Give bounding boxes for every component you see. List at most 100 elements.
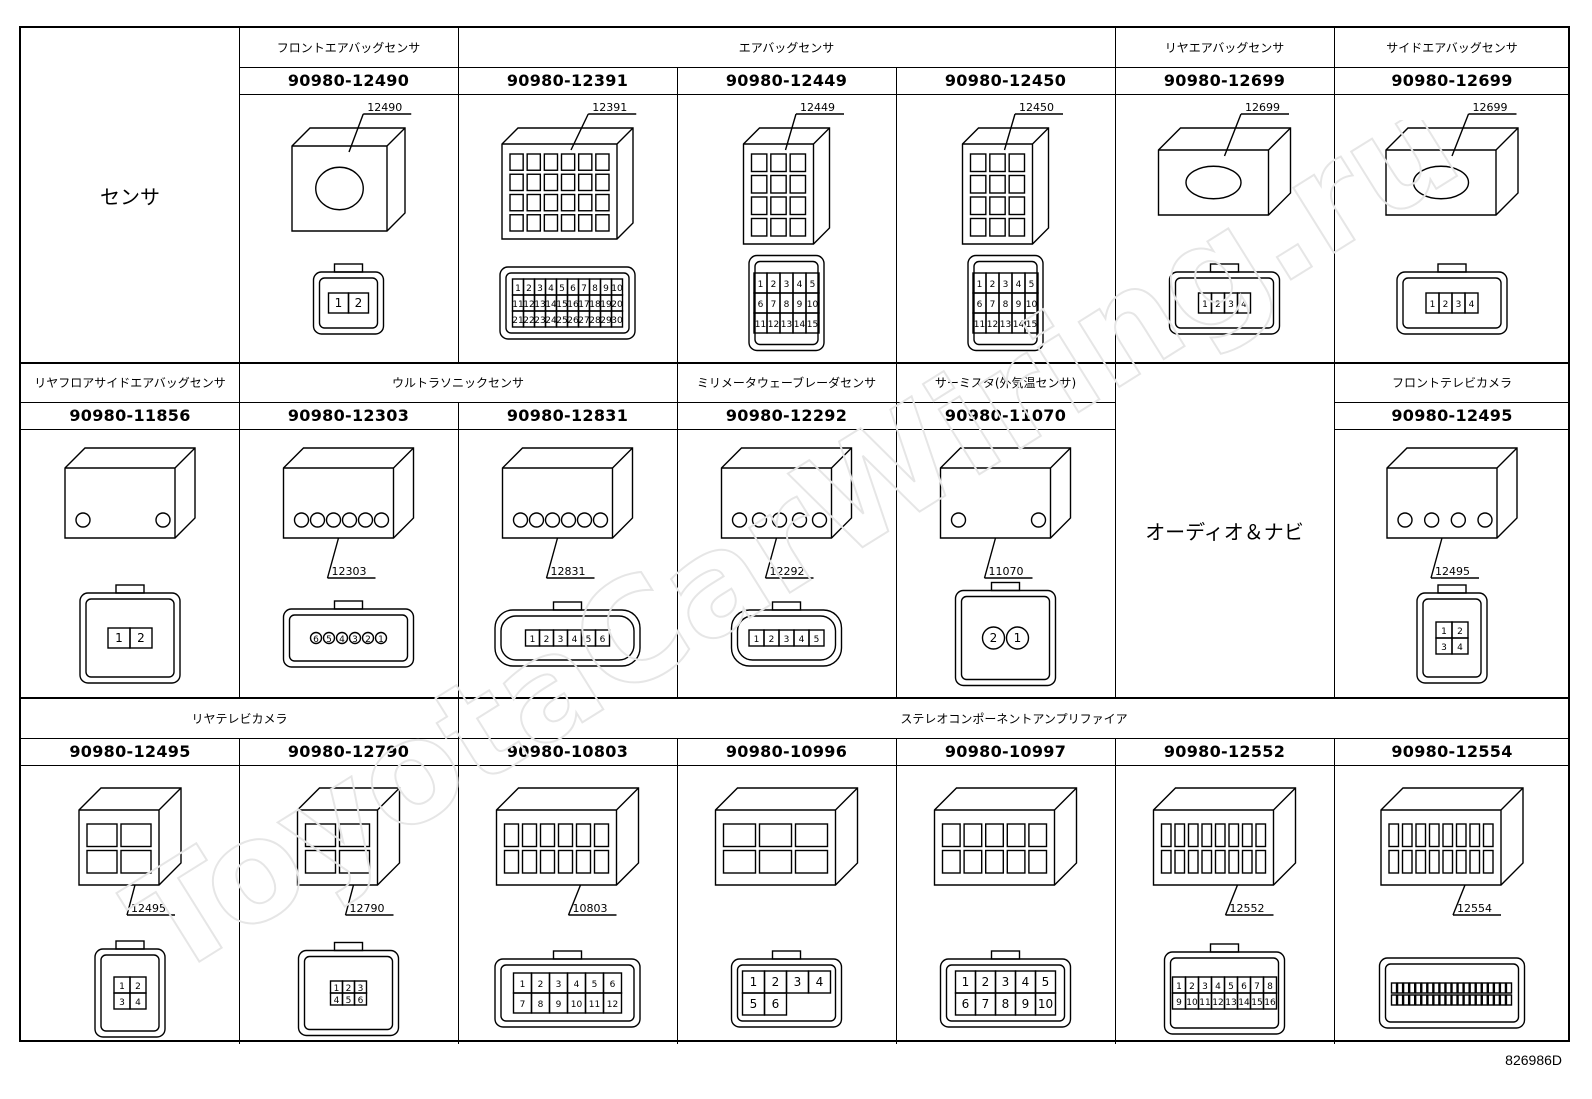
pin-number: 2: [1457, 627, 1463, 637]
pin-number: 4: [339, 635, 345, 645]
pin-number: 1: [335, 296, 343, 310]
part-number: 90980-10996: [725, 742, 848, 761]
part-number: 90980-12495: [1391, 406, 1513, 425]
pin-number: 15: [807, 320, 818, 330]
pin-number: 4: [548, 284, 554, 294]
pin-number: 5: [750, 997, 758, 1011]
pin-number: 2: [1189, 982, 1195, 992]
pin-number: 6: [610, 980, 616, 990]
pin-number: 3: [358, 984, 364, 994]
pin-number: 12: [1212, 998, 1223, 1008]
pin-number: 4: [334, 996, 340, 1006]
pin-number: 3: [1441, 643, 1447, 653]
pin-number: 2: [990, 631, 998, 645]
group-title-front-tv-camera: フロントテレビカメラ: [1391, 376, 1512, 390]
pin-number: 16: [1264, 998, 1276, 1008]
part-number: 90980-11856: [69, 406, 191, 425]
pin-number: 18: [589, 300, 601, 310]
part-number: 90980-12292: [725, 406, 848, 425]
pin-number: 12: [523, 300, 534, 310]
pin-number: 4: [1215, 982, 1221, 992]
group-title-millimeter-wave-radar: ミリメータウェーブレーダセンサ: [696, 376, 877, 390]
pin-number: 2: [772, 975, 780, 989]
group-title-airbag-sensor: エアバッグセンサ: [738, 41, 835, 55]
pin-number: 4: [574, 980, 580, 990]
pin-number: 1: [1202, 300, 1208, 310]
connector-tag: 12303: [332, 565, 367, 578]
audio-nav-label: オーディオ＆ナビ: [1145, 519, 1304, 544]
pin-number: 13: [1225, 998, 1236, 1008]
pin-number: 2: [365, 635, 371, 645]
pin-number: 1: [115, 631, 123, 645]
pin-number: 3: [794, 975, 802, 989]
pin-number: 1: [1441, 627, 1447, 637]
pin-number: 3: [1228, 300, 1234, 310]
pin-number: 3: [784, 635, 790, 645]
pin-number: 13: [1000, 320, 1011, 330]
pin-number: 1: [758, 280, 764, 290]
pin-number: 2: [526, 284, 532, 294]
pin-number: 7: [520, 1000, 526, 1010]
pin-number: 2: [544, 635, 550, 645]
part-number: 90980-12790: [287, 742, 410, 761]
pin-number: 4: [1022, 975, 1030, 989]
pin-number: 13: [534, 300, 545, 310]
pin-number: 9: [1016, 300, 1022, 310]
pin-number: 14: [794, 320, 806, 330]
pin-number: 23: [534, 316, 545, 326]
pin-number: 21: [512, 316, 523, 326]
pin-number: 3: [119, 998, 125, 1008]
pin-number: 22: [523, 316, 534, 326]
part-number: 90980-12449: [725, 71, 848, 90]
connector-tag: 12490: [367, 101, 402, 114]
sensor-label: センサ: [100, 184, 160, 209]
pin-number: 2: [137, 631, 145, 645]
pin-number: 17: [578, 300, 589, 310]
pin-number: 9: [556, 1000, 562, 1010]
pin-number: 3: [556, 980, 562, 990]
connector-tag: 12790: [350, 902, 385, 915]
pin-number: 2: [1215, 300, 1221, 310]
pin-number: 4: [1469, 300, 1475, 310]
part-number: 90980-11070: [944, 406, 1067, 425]
pin-number: 29: [600, 316, 612, 326]
pin-number: 4: [799, 635, 805, 645]
pin-number: 12: [607, 1000, 618, 1010]
pin-number: 8: [1002, 997, 1010, 1011]
group-title-rear-tv-camera: リヤテレビカメラ: [191, 711, 288, 726]
pin-number: 7: [1254, 982, 1260, 992]
group-title-ultrasonic-sensor: ウルトラソニックセンサ: [391, 376, 524, 390]
pin-number: 4: [816, 975, 824, 989]
part-number: 90980-12552: [1163, 742, 1286, 761]
pin-number: 1: [977, 280, 983, 290]
pin-number: 4: [1457, 643, 1463, 653]
connector-row3-7: 12554: [1378, 787, 1526, 1029]
pin-number: 3: [1002, 975, 1010, 989]
pin-number: 2: [346, 984, 352, 994]
pin-number: 5: [559, 284, 565, 294]
pin-number: 10: [571, 1000, 583, 1010]
pin-number: 6: [977, 300, 983, 310]
pin-number: 1: [119, 982, 125, 992]
pin-number: 1: [1430, 300, 1436, 310]
pin-number: 5: [1042, 975, 1050, 989]
pin-number: 24: [545, 316, 557, 326]
pin-number: 1: [334, 984, 340, 994]
pin-number: 4: [1016, 280, 1022, 290]
pin-number: 10: [1026, 300, 1038, 310]
pin-number: 7: [771, 300, 777, 310]
part-number: 90980-12495: [69, 742, 191, 761]
pin-number: 1: [1176, 982, 1182, 992]
pin-number: 1: [750, 975, 758, 989]
pin-number: 14: [545, 300, 557, 310]
pin-number: 1: [754, 635, 760, 645]
pin-number: 15: [556, 300, 567, 310]
part-number: 90980-12554: [1391, 742, 1513, 761]
pin-number: 3: [784, 280, 790, 290]
pin-number: 6: [313, 635, 319, 645]
